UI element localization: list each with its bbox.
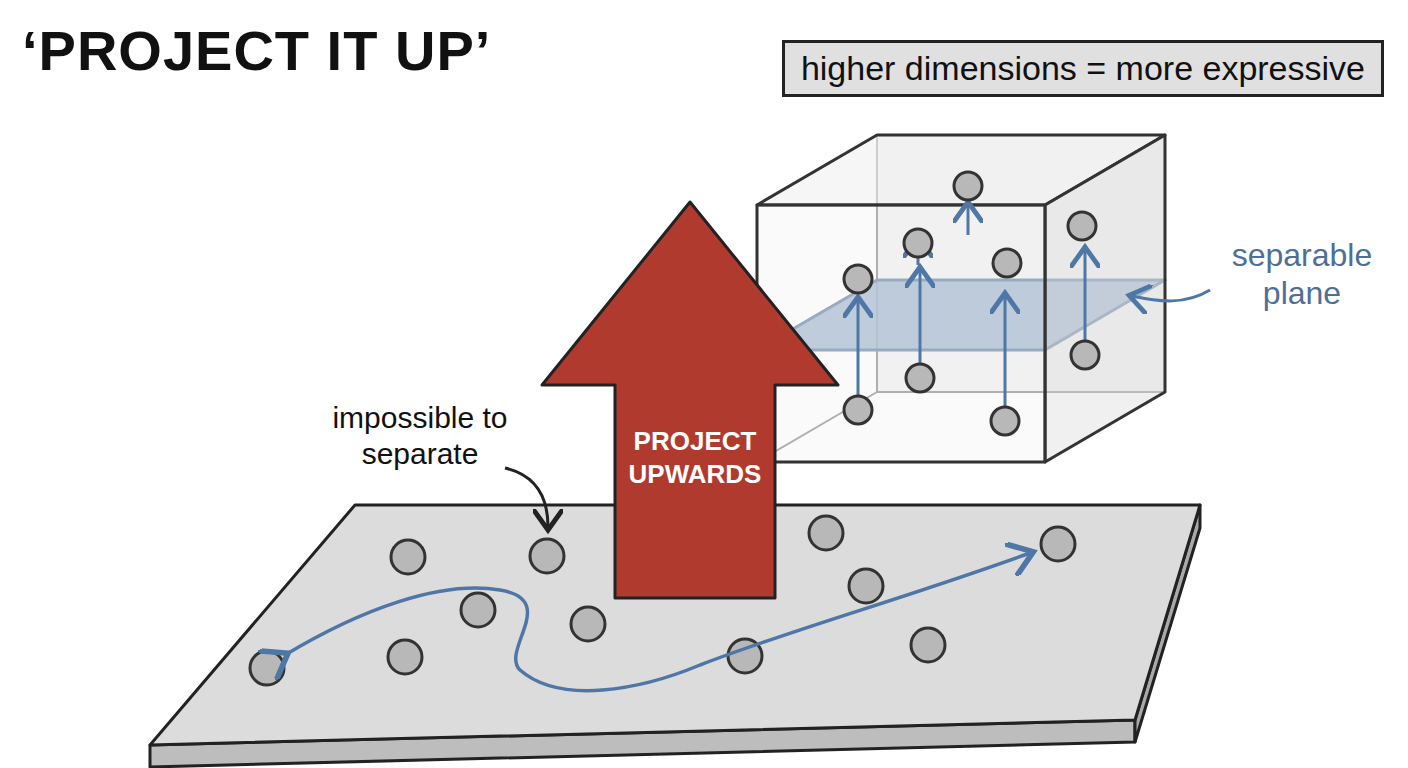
title: ‘PROJECT IT UP’: [22, 18, 491, 83]
header-text: higher dimensions = more expressive: [801, 49, 1365, 88]
arrow-shape: [540, 200, 840, 600]
project-arrow: PROJECT UPWARDS: [540, 200, 840, 600]
leader-line: [505, 468, 548, 527]
arrow-text: PROJECT UPWARDS: [620, 425, 770, 490]
data-points-lifted: [844, 172, 1099, 435]
header-box: higher dimensions = more expressive: [782, 40, 1384, 97]
lift-arrows: [858, 205, 1085, 408]
annotation: impossible to separate: [315, 400, 525, 472]
annotation: separable plane: [1212, 236, 1392, 313]
leader-line: [1132, 290, 1210, 301]
cube: [757, 135, 1165, 462]
arrow-outline: [542, 202, 838, 598]
